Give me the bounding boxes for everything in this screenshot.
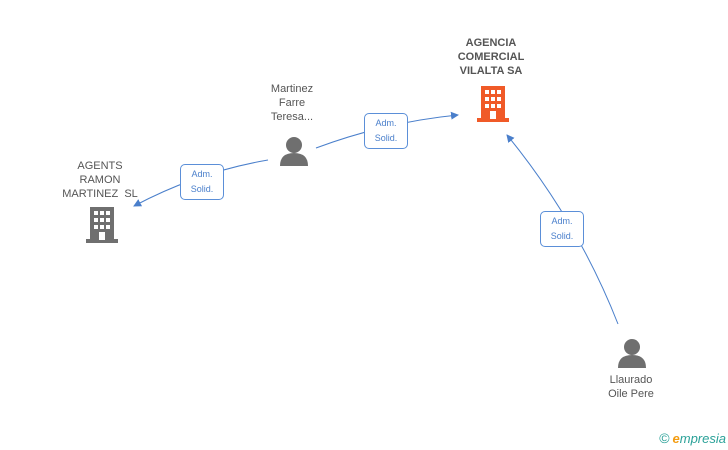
person-icon[interactable] [279, 136, 309, 166]
empresia-watermark: © empresia [659, 430, 726, 446]
edge-label-line: Adm. [375, 118, 397, 128]
label-line: RAMON [79, 174, 121, 186]
brand-name: empresia [673, 431, 726, 446]
edge-label-line: Solid. [190, 184, 214, 194]
label-line: VILALTA SA [459, 65, 523, 77]
node-label-llaurado[interactable]: Llaurado Oile Pere [586, 373, 676, 401]
label-line: Teresa... [270, 111, 314, 123]
node-label-agencia[interactable]: AGENCIA COMERCIAL VILALTA SA [440, 36, 542, 78]
node-label-martinez-farre[interactable]: Martinez Farre Teresa... [246, 82, 338, 124]
label-line: Oile Pere [608, 388, 654, 400]
label-line: AGENTS [77, 160, 123, 172]
building-icon[interactable] [477, 86, 509, 122]
edge-label-line: Solid. [374, 133, 398, 143]
label-line: Llaurado [609, 374, 653, 386]
edge-label-adm-solid[interactable]: Adm. Solid. [364, 113, 408, 149]
edge-label-line: Adm. [551, 216, 573, 226]
label-line: MARTINEZ SL [62, 188, 138, 200]
edge-label-line: Adm. [191, 169, 213, 179]
person-icon[interactable] [617, 338, 647, 368]
edge-label-line: Solid. [550, 231, 574, 241]
brand-initial: e [672, 430, 680, 446]
copyright-symbol: © [659, 430, 670, 446]
edge-label-adm-solid[interactable]: Adm. Solid. [180, 164, 224, 200]
label-line: COMERCIAL [457, 51, 525, 63]
building-icon[interactable] [86, 207, 118, 243]
edge-label-adm-solid[interactable]: Adm. Solid. [540, 211, 584, 247]
node-label-agents-ramon[interactable]: AGENTS RAMON MARTINEZ SL [52, 159, 148, 201]
label-line: Martinez [270, 83, 314, 95]
label-line: AGENCIA [465, 37, 517, 49]
label-line: Farre [278, 97, 306, 109]
brand-rest: mpresia [679, 430, 726, 446]
